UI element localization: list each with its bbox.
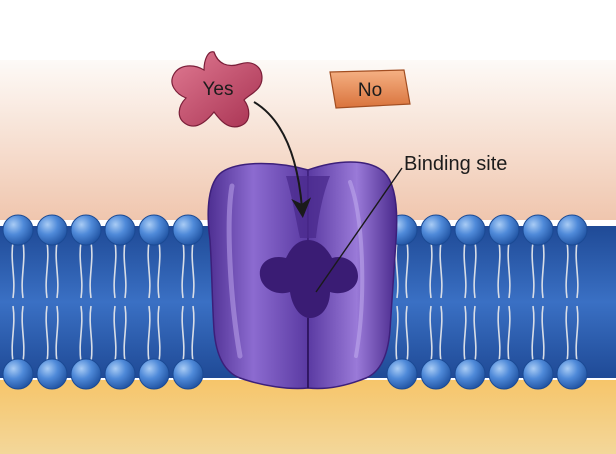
yes-molecule: Yes bbox=[171, 51, 263, 128]
phospholipid-head bbox=[488, 358, 520, 390]
phospholipid-head bbox=[104, 214, 136, 246]
phospholipid-head bbox=[138, 214, 170, 246]
yes-label: Yes bbox=[203, 79, 234, 100]
lipid-tail bbox=[565, 305, 569, 363]
lipid-tail bbox=[113, 241, 117, 299]
lipid-tail bbox=[463, 241, 467, 299]
lipid-tail bbox=[405, 305, 409, 363]
lipid-tail bbox=[497, 305, 501, 363]
lipid-tail bbox=[181, 305, 185, 363]
binding-site-label: Binding site bbox=[404, 153, 507, 175]
lipid-tail bbox=[507, 305, 511, 363]
lipid-tail bbox=[395, 241, 399, 299]
lipid-tail bbox=[439, 241, 443, 299]
no-molecule: No bbox=[329, 69, 411, 109]
phospholipid-head bbox=[70, 214, 102, 246]
phospholipid-head bbox=[70, 358, 102, 390]
lipid-tail bbox=[79, 241, 83, 299]
receptor-highlight bbox=[226, 183, 243, 359]
lipid-tail bbox=[55, 305, 59, 363]
lipid-tail bbox=[113, 305, 117, 363]
lipid-tail bbox=[147, 305, 151, 363]
lipid-tail bbox=[507, 241, 511, 299]
lipid-tail bbox=[531, 241, 535, 299]
lipid-tail bbox=[11, 241, 15, 299]
lipid-tail bbox=[123, 241, 127, 299]
phospholipid-head bbox=[556, 358, 588, 390]
cytoplasm bbox=[0, 380, 616, 454]
phospholipid-head bbox=[420, 358, 452, 390]
phospholipid-head bbox=[420, 214, 452, 246]
lipid-tail bbox=[541, 241, 545, 299]
lipid-tail bbox=[79, 305, 83, 363]
lipid-tail bbox=[191, 305, 195, 363]
phospholipid-head bbox=[454, 358, 486, 390]
lipid-tail bbox=[89, 305, 93, 363]
phospholipid-head bbox=[172, 358, 204, 390]
phospholipid-head bbox=[2, 214, 34, 246]
lipid-tail bbox=[157, 241, 161, 299]
phospholipid-head bbox=[2, 358, 34, 390]
binding-site-leader bbox=[315, 167, 403, 293]
lipid-tail bbox=[123, 305, 127, 363]
phospholipid-head bbox=[454, 214, 486, 246]
lipid-tail bbox=[439, 305, 443, 363]
lipid-tail bbox=[21, 305, 25, 363]
receptor-highlight-right bbox=[348, 180, 365, 358]
lipid-tail bbox=[531, 305, 535, 363]
phospholipid-head bbox=[36, 214, 68, 246]
lipid-tail bbox=[473, 241, 477, 299]
phospholipid-head bbox=[488, 214, 520, 246]
yes-molecule-shape bbox=[171, 51, 263, 128]
no-label: No bbox=[358, 80, 382, 101]
lipid-tail bbox=[429, 305, 433, 363]
phospholipid-head bbox=[522, 358, 554, 390]
phospholipid-heads bbox=[2, 214, 588, 390]
receptor-protein bbox=[207, 161, 398, 390]
receptor-left-subunit bbox=[207, 162, 309, 390]
binding-site-pocket bbox=[259, 240, 358, 318]
lipid-tail bbox=[21, 241, 25, 299]
lipid-tail bbox=[191, 241, 195, 299]
lipid-tail bbox=[89, 241, 93, 299]
curved-arrow-icon bbox=[253, 101, 312, 218]
lipid-tail bbox=[181, 241, 185, 299]
lipid-tail bbox=[463, 305, 467, 363]
lipid-tail bbox=[575, 305, 579, 363]
phospholipid-head bbox=[138, 358, 170, 390]
lipid-tail bbox=[497, 241, 501, 299]
lipid-tail bbox=[565, 241, 569, 299]
lipid-tail bbox=[541, 305, 545, 363]
no-molecule-shape bbox=[329, 69, 411, 109]
lipid-tails bbox=[11, 241, 579, 363]
lipid-tail bbox=[429, 241, 433, 299]
lipid-tail bbox=[45, 241, 49, 299]
lipid-tail bbox=[55, 241, 59, 299]
lipid-tail bbox=[45, 305, 49, 363]
lipid-tail bbox=[11, 305, 15, 363]
phospholipid-head bbox=[36, 358, 68, 390]
lipid-tail bbox=[575, 241, 579, 299]
phospholipid-head bbox=[522, 214, 554, 246]
lipid-tail bbox=[147, 241, 151, 299]
phospholipid-head bbox=[386, 358, 418, 390]
phospholipid-head bbox=[104, 358, 136, 390]
lipid-tail bbox=[395, 305, 399, 363]
lipid-tail bbox=[473, 305, 477, 363]
lipid-tail bbox=[157, 305, 161, 363]
lipid-tail bbox=[405, 241, 409, 299]
phospholipid-head bbox=[556, 214, 588, 246]
phospholipid-head bbox=[172, 214, 204, 246]
